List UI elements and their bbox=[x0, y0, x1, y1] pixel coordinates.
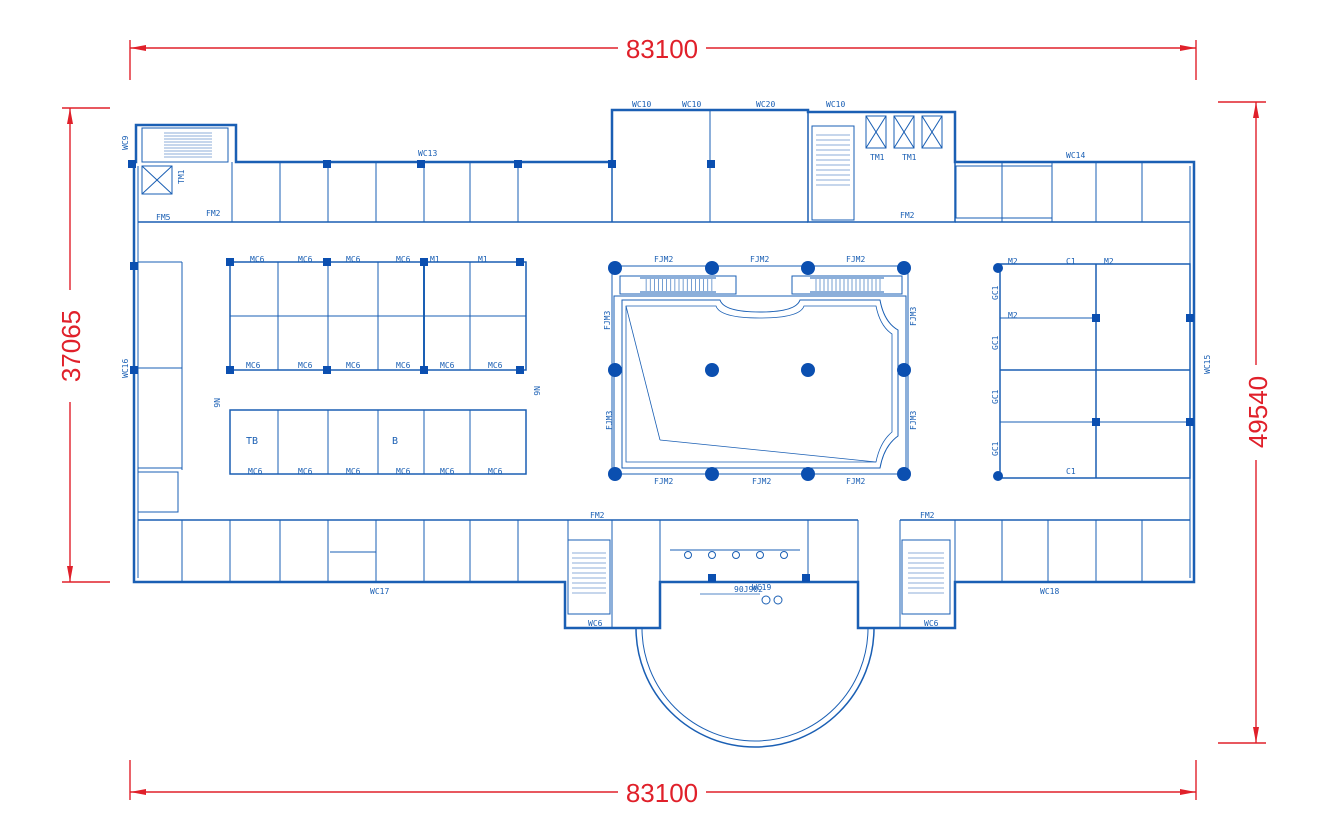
drawing-notes: 90J902 bbox=[700, 585, 763, 595]
window-label: WC18 bbox=[1040, 587, 1059, 596]
door-label: MC6 bbox=[488, 467, 503, 476]
dimension-left-label: 37065 bbox=[56, 310, 86, 382]
door-label: MC6 bbox=[346, 467, 361, 476]
door-label: GC1 bbox=[991, 441, 1000, 456]
door-label: FJM3 bbox=[909, 411, 918, 430]
window-label: WC9 bbox=[121, 135, 130, 150]
dimension-right: 49540 bbox=[1218, 101, 1273, 744]
door-label: FM2 bbox=[900, 211, 915, 220]
door-label: FM5 bbox=[156, 213, 171, 222]
door-label: MC6 bbox=[298, 255, 313, 264]
door-label: C1 bbox=[1066, 467, 1076, 476]
door-labels: MC6 MC6 MC6 MC6 M1 M1 MC6 MC6 MC6 MC6 MC… bbox=[156, 153, 1114, 520]
outer-walls bbox=[132, 108, 1196, 748]
door-label: FJM2 bbox=[752, 477, 771, 486]
window-label: WC6 bbox=[924, 619, 939, 628]
window-label: WC14 bbox=[1066, 151, 1085, 160]
window-label: WC6 bbox=[588, 619, 603, 628]
dimension-top-label: 83100 bbox=[626, 34, 698, 64]
door-label: MC6 bbox=[346, 361, 361, 370]
door-label: FJM2 bbox=[846, 477, 865, 486]
door-label: FJM2 bbox=[846, 255, 865, 264]
door-label: B bbox=[392, 436, 398, 447]
door-label: FJM2 bbox=[654, 255, 673, 264]
door-label: M2 bbox=[1104, 257, 1114, 266]
door-label: MC6 bbox=[298, 467, 313, 476]
door-label: TB bbox=[246, 436, 258, 447]
door-label: GC1 bbox=[991, 285, 1000, 300]
door-label: N6 bbox=[532, 386, 541, 396]
door-label: FJM2 bbox=[654, 477, 673, 486]
door-label: MC6 bbox=[396, 467, 411, 476]
door-label: M2 bbox=[1008, 311, 1018, 320]
door-label: M1 bbox=[478, 255, 488, 264]
window-label: WC17 bbox=[370, 587, 389, 596]
door-label: FJM3 bbox=[603, 311, 612, 330]
door-label: N6 bbox=[212, 398, 221, 408]
door-label: MC6 bbox=[246, 361, 261, 370]
door-label: FM2 bbox=[920, 511, 935, 520]
door-label: M1 bbox=[430, 255, 440, 264]
door-label: GC1 bbox=[991, 389, 1000, 404]
window-label: WC10 bbox=[632, 100, 651, 109]
door-label: C1 bbox=[1066, 257, 1076, 266]
door-label: MC6 bbox=[346, 255, 361, 264]
door-label: MC6 bbox=[250, 255, 265, 264]
window-label: WC20 bbox=[756, 100, 775, 109]
window-labels: WC9 WC13 WC10 WC10 WC20 WC10 WC14 WC16 W… bbox=[121, 100, 1212, 628]
window-label: WC15 bbox=[1203, 355, 1212, 374]
dimension-left: 37065 bbox=[56, 107, 110, 583]
door-label: MC6 bbox=[396, 361, 411, 370]
door-label: MC6 bbox=[396, 255, 411, 264]
window-label: WC10 bbox=[682, 100, 701, 109]
door-label: FM2 bbox=[206, 209, 221, 218]
dimension-top: 83100 bbox=[129, 34, 1197, 80]
door-label: FJM3 bbox=[605, 411, 614, 430]
door-label: MC6 bbox=[298, 361, 313, 370]
dimension-bottom: 83100 bbox=[129, 760, 1197, 808]
window-label: WC16 bbox=[121, 359, 130, 378]
door-label: TM1 bbox=[177, 169, 186, 184]
stair-treads bbox=[164, 132, 944, 594]
door-label: FJM3 bbox=[909, 307, 918, 326]
door-label: FJM2 bbox=[750, 255, 769, 264]
window-label: WC10 bbox=[826, 100, 845, 109]
door-label: MC6 bbox=[440, 467, 455, 476]
detail-reference: 90J902 bbox=[734, 585, 763, 594]
door-label: MC6 bbox=[440, 361, 455, 370]
door-label: MC6 bbox=[248, 467, 263, 476]
window-label: WC19 bbox=[752, 583, 771, 592]
door-label: M2 bbox=[1008, 257, 1018, 266]
door-label: TM1 bbox=[902, 153, 917, 162]
dimension-bottom-label: 83100 bbox=[626, 778, 698, 808]
window-label: WC13 bbox=[418, 149, 437, 158]
dimension-right-label: 49540 bbox=[1243, 376, 1273, 448]
door-label: FM2 bbox=[590, 511, 605, 520]
columns bbox=[128, 160, 1194, 582]
door-label: MC6 bbox=[488, 361, 503, 370]
door-label: GC1 bbox=[991, 335, 1000, 350]
door-label: TM1 bbox=[870, 153, 885, 162]
interior-walls bbox=[137, 110, 1191, 628]
